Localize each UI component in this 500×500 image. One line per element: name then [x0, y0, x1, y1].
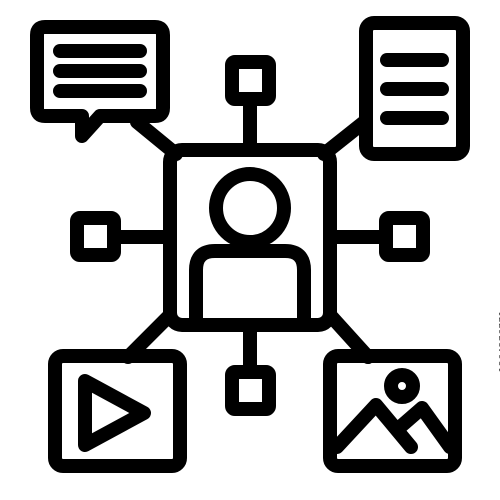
- chat-bubble-icon: [30, 20, 170, 143]
- user-profile-icon: [163, 143, 337, 332]
- right-node-icon: [379, 211, 430, 262]
- image-landscape-icon: [323, 349, 462, 473]
- connector-lines: [107, 93, 393, 379]
- video-play-icon: [48, 349, 187, 473]
- top-node-icon: [225, 55, 276, 106]
- bottom-node-icon: [225, 365, 276, 416]
- left-node-icon: [70, 211, 121, 262]
- document-icon: [359, 16, 470, 161]
